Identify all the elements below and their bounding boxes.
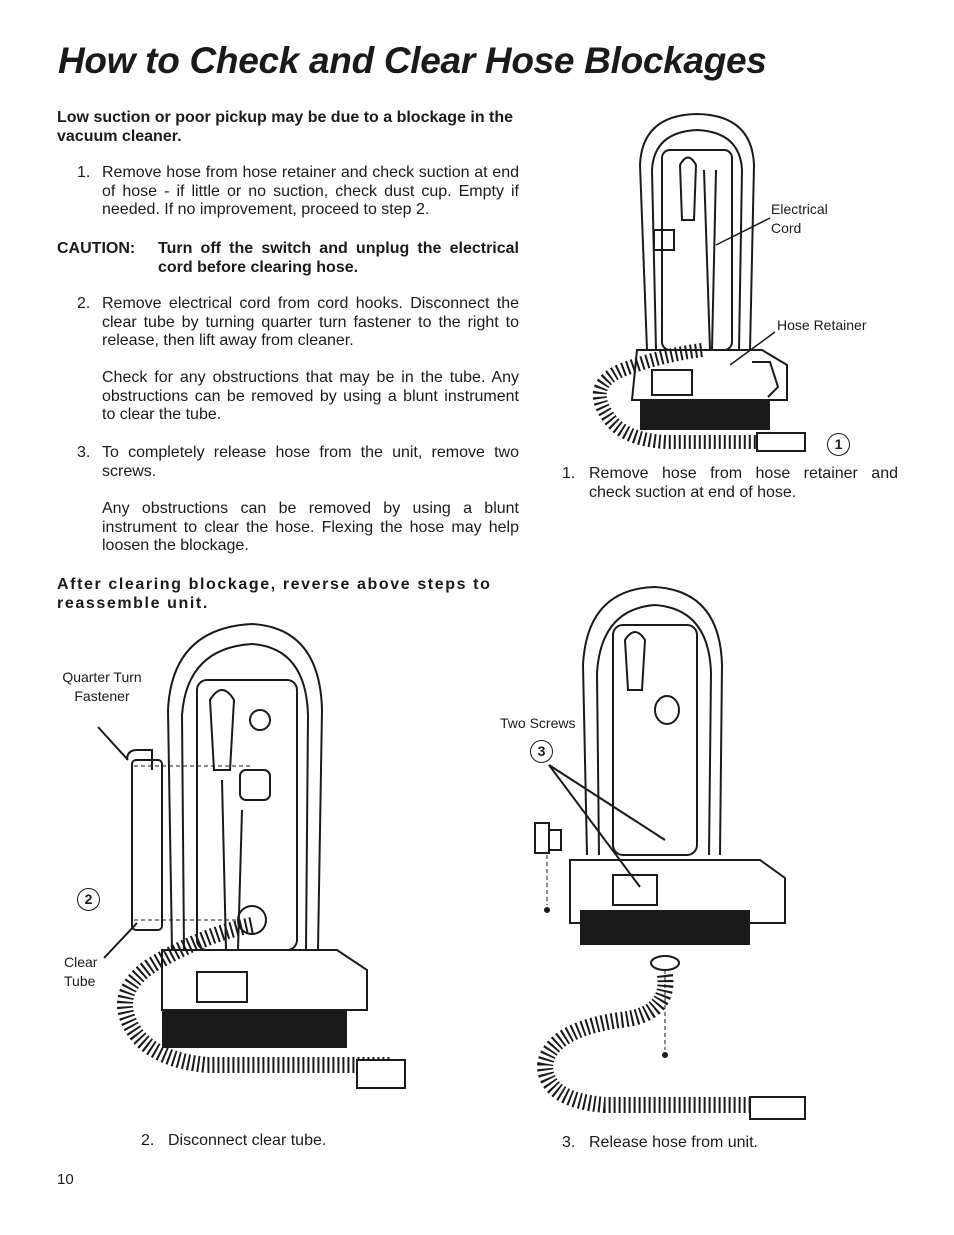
- figure-3-badge: 3: [530, 740, 553, 763]
- vacuum-illustration-1: [592, 112, 806, 452]
- step-2-extra: Check for any obstructions that may be i…: [102, 369, 519, 423]
- step-2-text: Remove electrical cord from cord hooks. …: [102, 295, 519, 349]
- caution-label: CAUTION:: [57, 240, 136, 257]
- step-1: 1. Remove hose from hose retainer and ch…: [77, 164, 519, 220]
- figure-3-caption-number: 3.: [562, 1134, 576, 1151]
- electrical-cord-label: Electrical Cord: [771, 201, 828, 236]
- vacuum-illustration-3: [534, 585, 806, 1120]
- vacuum-illustration-2: [97, 622, 406, 1089]
- step-3-number: 3.: [77, 444, 91, 461]
- figure-1-caption: 1. Remove hose from hose retainer and ch…: [562, 465, 898, 502]
- page-number: 10: [57, 1171, 74, 1188]
- figure-2-badge: 2: [77, 888, 100, 911]
- step-2: 2. Remove electrical cord from cord hook…: [77, 295, 519, 351]
- step-2-number: 2.: [77, 295, 91, 312]
- closing-text: After clearing blockage, reverse above s…: [57, 576, 492, 612]
- step-1-number: 1.: [77, 164, 91, 181]
- step-1-text: Remove hose from hose retainer and check…: [102, 164, 519, 218]
- quarter-turn-fastener-label: Quarter Turn Fastener: [62, 669, 142, 704]
- step-3: 3. To completely release hose from the u…: [77, 444, 519, 481]
- two-screws-label: Two Screws: [500, 715, 576, 731]
- figure-1-badge: 1: [827, 433, 850, 456]
- caution-note: CAUTION: Turn off the switch and unplug …: [57, 240, 519, 277]
- caution-text: Turn off the switch and unplug the elect…: [158, 240, 519, 276]
- figure-2-caption-number: 2.: [141, 1132, 155, 1149]
- page-title: How to Check and Clear Hose Blockages: [58, 40, 767, 81]
- figure-3-caption-text: Release hose from unit.: [589, 1134, 758, 1151]
- hose-retainer-label: Hose Retainer: [777, 317, 867, 333]
- step-3-text: To completely release hose from the unit…: [102, 444, 519, 480]
- figure-2-caption: 2. Disconnect clear tube.: [141, 1132, 326, 1151]
- intro-text: Low suction or poor pickup may be due to…: [57, 109, 514, 145]
- figure-1-caption-text: Remove hose from hose retainer and check…: [589, 465, 898, 501]
- figure-2-caption-text: Disconnect clear tube.: [168, 1132, 327, 1149]
- figure-1-caption-number: 1.: [562, 465, 576, 482]
- clear-tube-label: Clear Tube: [64, 954, 98, 989]
- figure-3-caption: 3. Release hose from unit.: [562, 1134, 758, 1153]
- step-3-extra: Any obstructions can be removed by using…: [102, 500, 519, 554]
